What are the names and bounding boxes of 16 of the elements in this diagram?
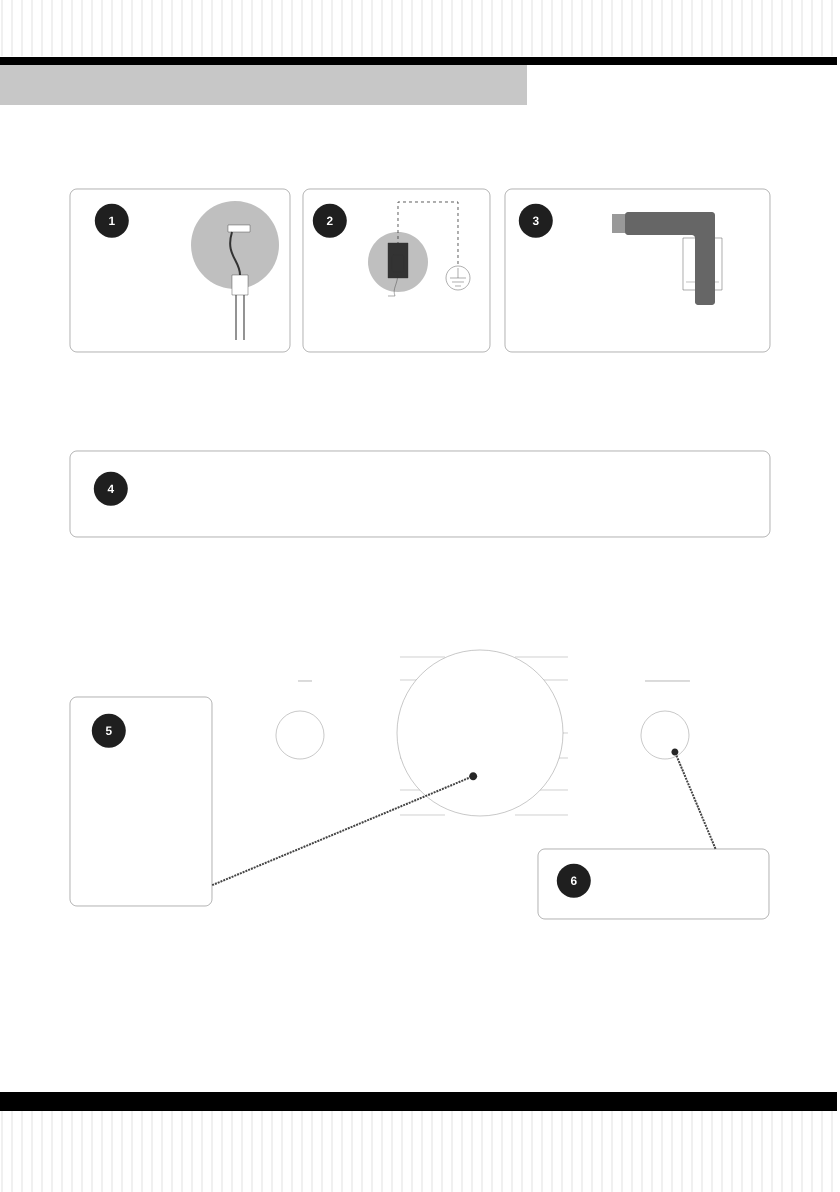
number-badge: 6 — [556, 863, 591, 898]
panel-box — [69, 188, 291, 353]
panel-box — [537, 848, 770, 920]
number-badge: 2 — [312, 203, 347, 238]
number-badge: 3 — [518, 203, 553, 238]
knob-circle — [275, 710, 325, 760]
number-badge: 5 — [91, 713, 126, 748]
number-badge: 4 — [93, 471, 128, 506]
knob-circle — [640, 710, 690, 760]
leader-line — [675, 754, 717, 850]
panel-box — [504, 188, 771, 353]
panel-box — [69, 450, 771, 538]
panel-box — [302, 188, 491, 353]
number-badge: 1 — [94, 203, 129, 238]
leader-line — [211, 776, 471, 887]
panel-box — [69, 696, 213, 907]
